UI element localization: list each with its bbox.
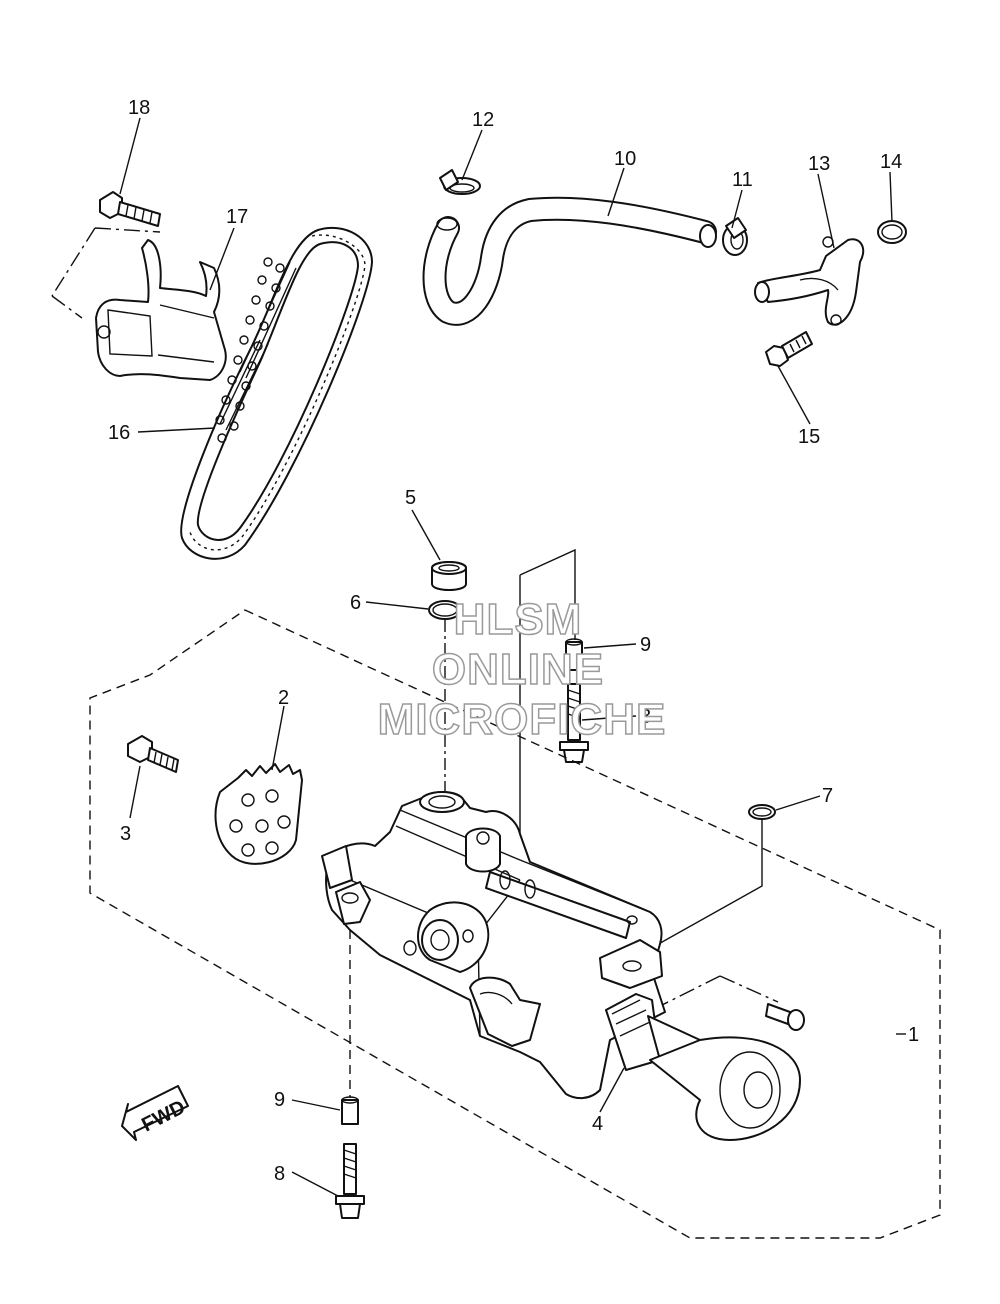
callout-2: 2 [278,687,289,709]
callout-9-upper: 9 [640,634,651,656]
dowel-9-lower [341,1096,359,1125]
callout-7: 7 [822,785,833,807]
bolt-3 [127,735,179,773]
o-ring-7 [748,804,776,820]
clamp-12 [439,169,481,195]
breather-group [422,169,907,367]
callout-15: 15 [798,426,820,448]
bolt-8-upper [559,683,589,763]
watermark: HLSM ONLINE MICROFICHE [377,594,667,745]
o-ring-14 [877,220,907,244]
fwd-arrow-icon: FWD [121,1085,189,1141]
assembly-outline [89,609,941,1239]
gear-2 [214,763,303,865]
callout-6: 6 [350,592,361,614]
leader-lines [119,117,906,1197]
bolt-15 [765,331,813,367]
chain-guide-group [51,191,373,560]
callout-8-upper: 8 [640,706,651,728]
callout-10: 10 [614,148,636,170]
callout-16: 16 [108,422,130,444]
pipe-13 [754,236,865,326]
strainer-bolt [765,1003,805,1031]
bolt-18 [99,191,161,227]
bolt-8-lower [335,1143,365,1219]
callout-11: 11 [732,169,753,191]
callout-13: 13 [808,153,830,175]
callout-8-lower: 8 [274,1163,285,1185]
watermark-line1: HLSM [454,595,583,644]
callout-18: 18 [128,97,150,119]
hose-10 [422,196,717,326]
oil-pump-body [321,791,805,1141]
callout-12: 12 [472,109,494,131]
callout-labels: 18 17 16 12 10 11 13 14 15 5 6 9 8 2 3 7… [108,97,919,1185]
middle-parts [428,548,589,842]
callout-4: 4 [592,1113,603,1135]
collar-5 [431,561,467,591]
callout-5: 5 [405,487,416,509]
callout-14: 14 [880,151,902,173]
chain-guide-17 [95,239,227,381]
watermark-line2: ONLINE [432,645,604,694]
callout-3: 3 [120,823,131,845]
callout-1: 1 [908,1024,919,1046]
callout-9-lower: 9 [274,1089,285,1111]
clamp-11 [722,217,748,256]
o-ring-6 [428,600,462,620]
callout-17: 17 [226,206,248,228]
watermark-line3: MICROFICHE [378,695,667,744]
cam-chain-16 [180,226,373,560]
dowel-9-upper [565,638,583,671]
